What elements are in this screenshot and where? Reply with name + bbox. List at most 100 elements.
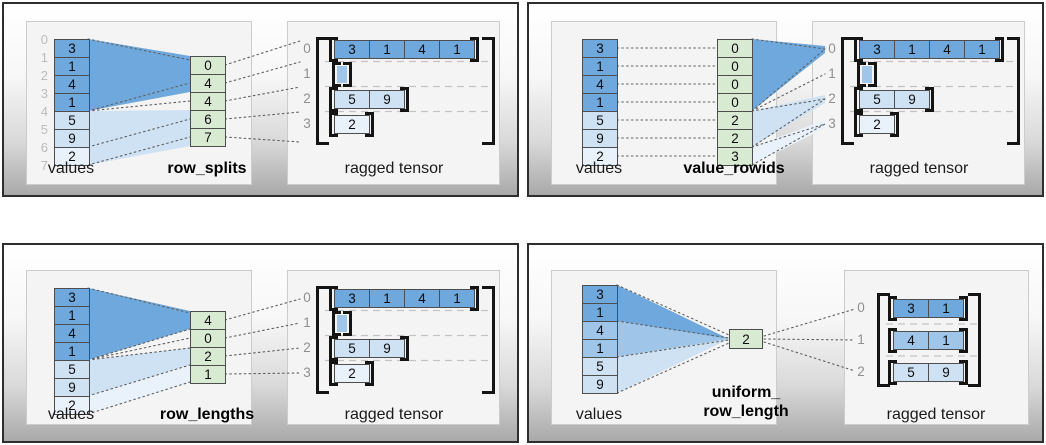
factory-cell: 0 [190, 56, 226, 75]
factory-cell: 4 [190, 92, 226, 111]
tensor-cell: 9 [928, 363, 964, 382]
tensor-cell: 4 [404, 40, 440, 59]
row-bracket-left [332, 311, 341, 336]
row-bracket-right [400, 336, 409, 361]
values-cell: 5 [582, 357, 618, 376]
factory-cell: 0 [717, 39, 753, 58]
tensor-cell: 9 [894, 90, 930, 109]
values-index-label: 7 [40, 158, 48, 173]
mapping-wedge-mid [617, 321, 729, 357]
tensor-cell: 3 [859, 40, 895, 59]
tensor-row-index: 3 [303, 365, 311, 380]
row-bracket-left [888, 328, 897, 353]
values-cell: 3 [582, 39, 618, 58]
row-bracket-left [332, 62, 341, 87]
values-index-label: 3 [40, 86, 48, 101]
values-index-label: 6 [40, 140, 48, 155]
tensor-row-index: 3 [828, 116, 836, 131]
tensor-row-index: 2 [303, 91, 311, 106]
row-bracket-left [329, 361, 338, 386]
values-cell: 5 [54, 360, 90, 379]
factory-cell: 4 [190, 311, 226, 330]
row-bracket-left [854, 87, 863, 112]
tensor-row-index: 2 [828, 91, 836, 106]
values-cell: 4 [54, 324, 90, 343]
values-cell: 2 [582, 147, 618, 166]
values-cell: 5 [54, 111, 90, 130]
values-cell: 1 [54, 342, 90, 361]
tensor-cell: 2 [334, 364, 370, 383]
row-separators [325, 309, 491, 362]
factory-label: uniform_ row_length [703, 384, 789, 420]
values-cell: 1 [582, 57, 618, 76]
connectors-overlay [616, 284, 980, 394]
factory-cell: 4 [190, 74, 226, 93]
row-bracket-right [890, 112, 899, 137]
values-label: values [47, 160, 95, 177]
tensor-bracket-left [316, 37, 329, 145]
values-cell: 9 [54, 129, 90, 148]
tensor-cell: 9 [369, 339, 405, 358]
values-cell: 2 [54, 147, 90, 166]
row-separators [325, 60, 491, 113]
factory-cell: 1 [190, 365, 226, 384]
row-bracket-left [854, 37, 863, 62]
mapping-wedge-dark [88, 39, 190, 111]
factory-cell: 6 [190, 110, 226, 129]
factory-cell: 0 [190, 329, 226, 348]
factory-label: value_rowids [683, 160, 785, 177]
mapping-wedge-light [88, 348, 190, 396]
values-index-label: 0 [40, 32, 48, 47]
row-bracket-right [959, 296, 968, 321]
empty-row-fill [337, 66, 347, 83]
values-cell: 1 [54, 93, 90, 112]
ragged-tensor-label: ragged tensor [344, 406, 444, 423]
factory-cell: 2 [717, 111, 753, 130]
values-cell: 4 [582, 321, 618, 340]
values-index-label: 2 [40, 68, 48, 83]
values-cell: 2 [54, 396, 90, 415]
tensor-cell: 5 [334, 90, 370, 109]
tensor-bracket-right [968, 293, 981, 387]
tensor-cell: 3 [893, 299, 929, 318]
row-bracket-right [365, 112, 374, 137]
tensor-row-index: 0 [303, 41, 311, 56]
tensor-row-index: 1 [303, 66, 311, 81]
factory-cell: 2 [190, 347, 226, 366]
row-bracket-left [888, 296, 897, 321]
factory-cell: 7 [190, 128, 226, 147]
factory-cell: 2 [729, 329, 763, 349]
ragged-tensor-label: ragged tensor [869, 160, 969, 177]
tensor-row-index: 0 [857, 300, 865, 315]
tensor-cell: 5 [334, 339, 370, 358]
values-cell: 1 [582, 303, 618, 322]
tensor-cell: 1 [964, 40, 1000, 59]
tensor-cell: 1 [928, 299, 964, 318]
tensor-cell: 3 [334, 289, 370, 308]
tensor-bracket-right [482, 37, 495, 145]
tensor-cell: 1 [369, 289, 405, 308]
values-cell: 3 [54, 39, 90, 58]
tensor-bracket-right [1007, 37, 1020, 145]
mapping-wedge-xlight [752, 120, 825, 165]
tensor-row-index: 2 [303, 340, 311, 355]
values-cell: 9 [54, 378, 90, 397]
tensor-row-index: 3 [303, 116, 311, 131]
empty-row-fill [862, 66, 872, 83]
connectors-overlay [87, 287, 491, 415]
tensor-cell: 1 [928, 331, 964, 350]
tensor-cell: 4 [893, 331, 929, 350]
factory-label: row_lengths [159, 406, 255, 423]
row-bracket-left [329, 112, 338, 137]
values-index-label: 5 [40, 122, 48, 137]
empty-row-fill [337, 315, 347, 332]
dotted-connectors [87, 287, 301, 415]
values-cell: 9 [582, 129, 618, 148]
tensor-cell: 3 [334, 40, 370, 59]
values-cell: 1 [582, 339, 618, 358]
